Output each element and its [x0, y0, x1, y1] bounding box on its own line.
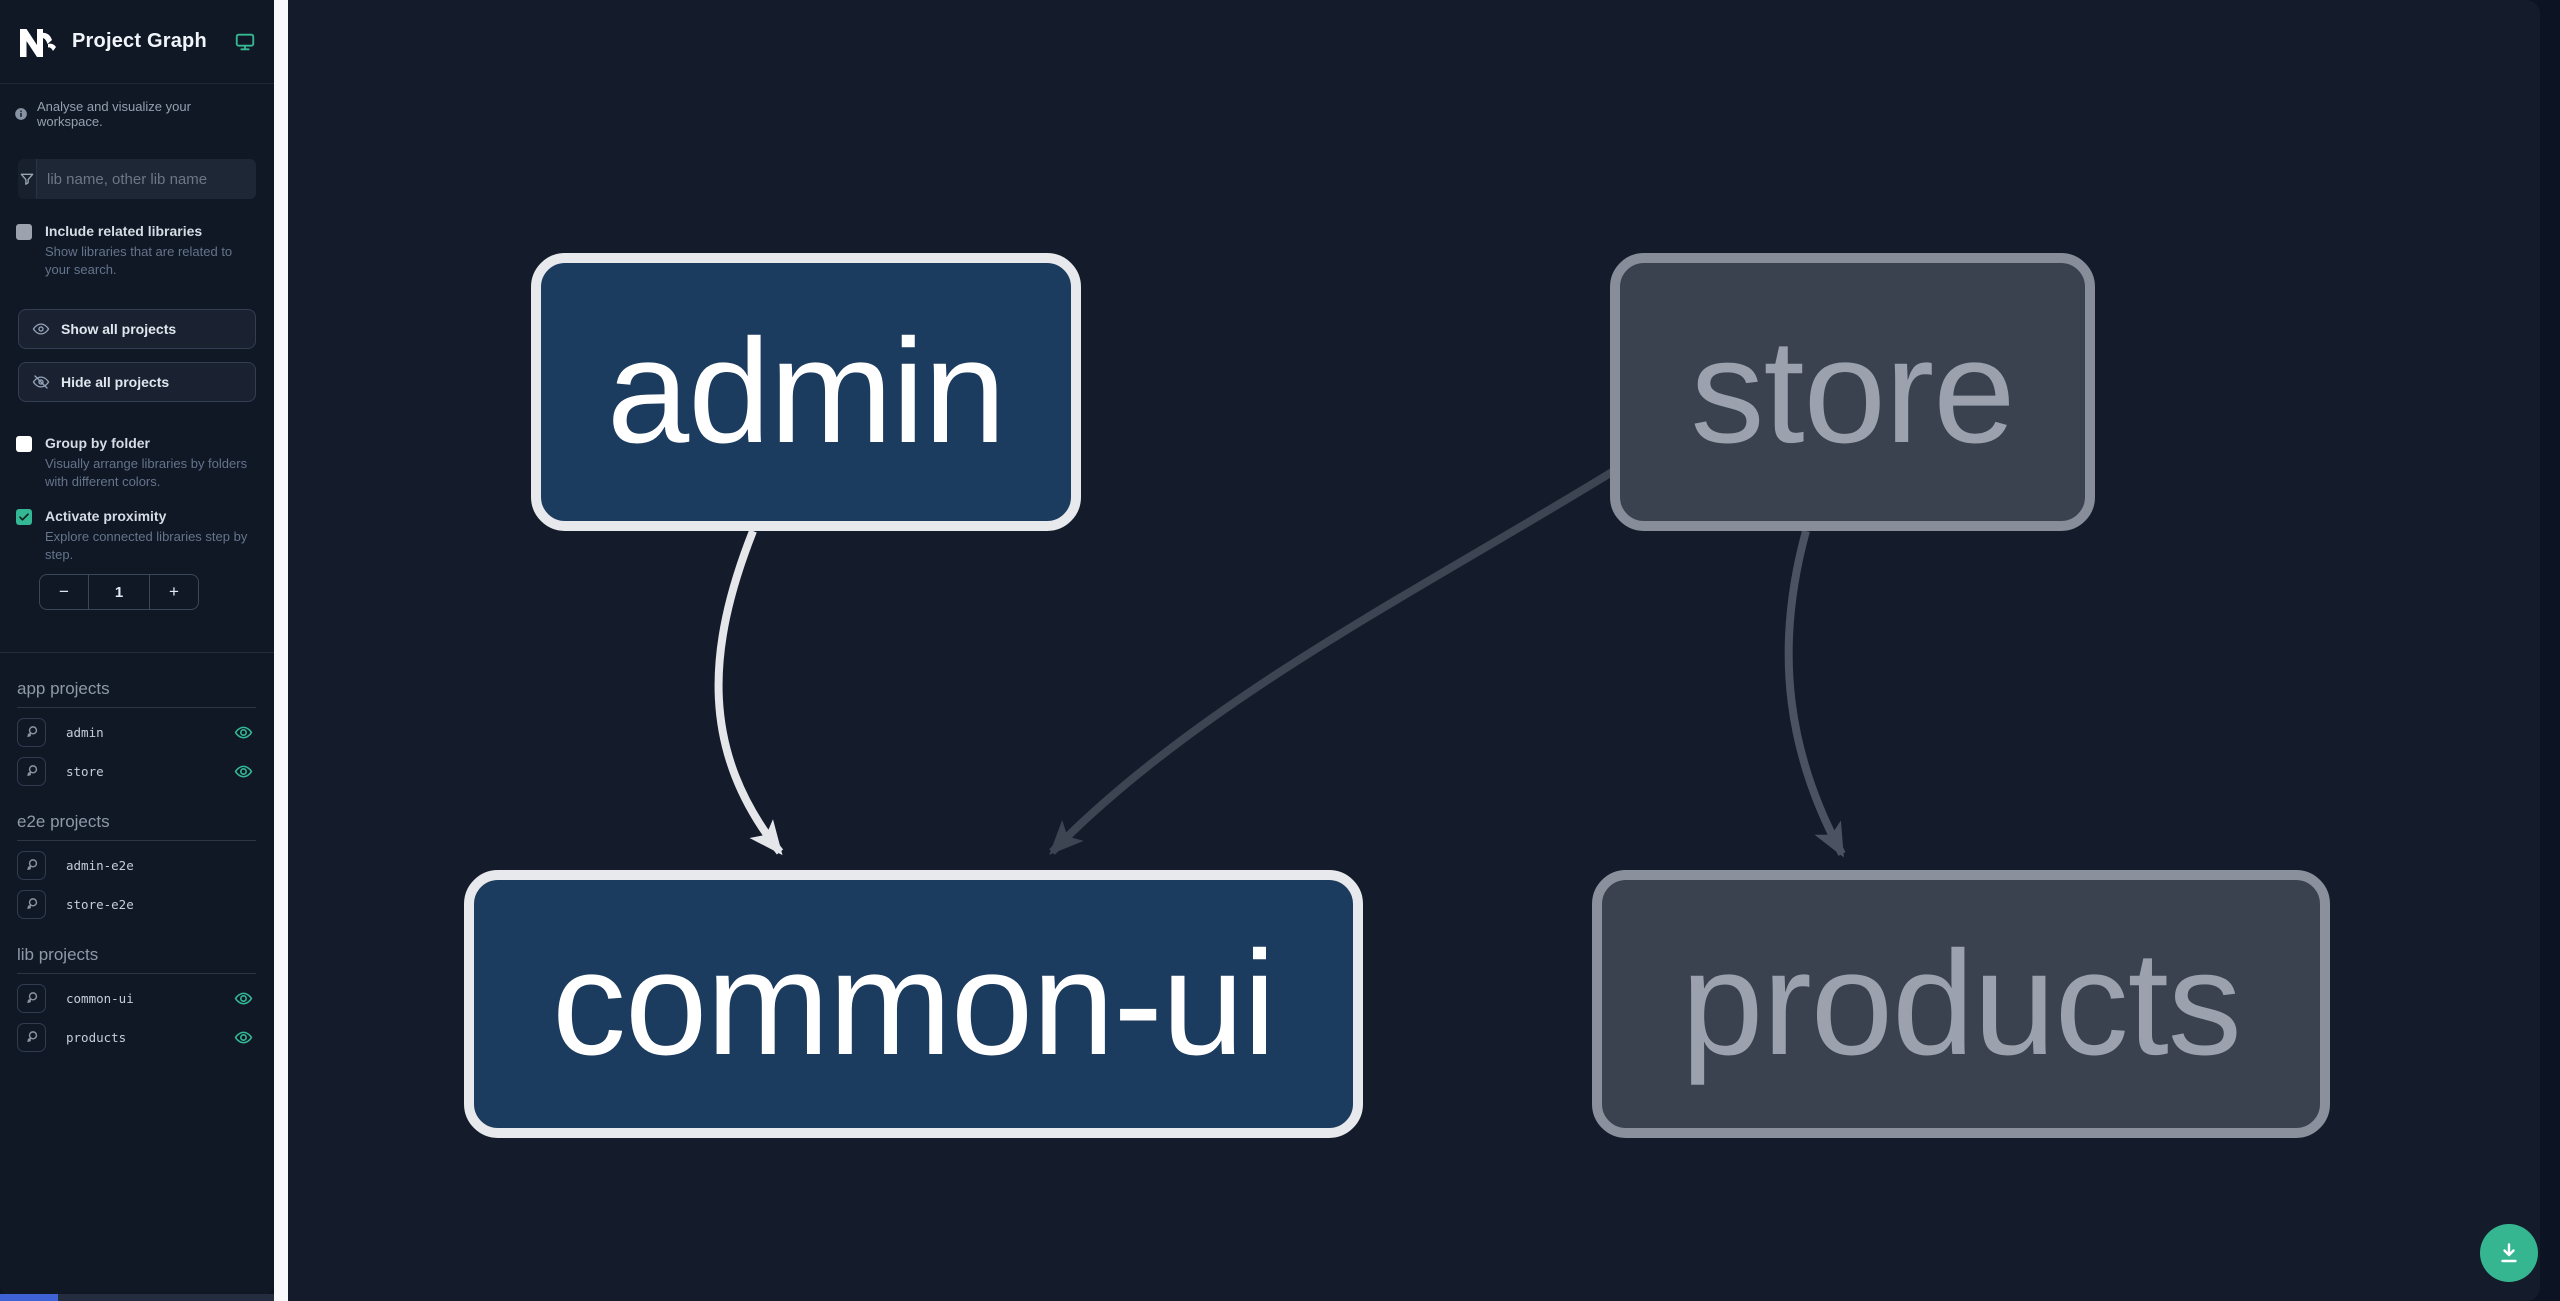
activate-proximity-description: Explore connected libraries step by step…: [45, 529, 248, 562]
focus-project-icon: [26, 859, 37, 871]
decrement-button[interactable]: −: [40, 575, 88, 609]
focus-project-icon: [26, 726, 37, 738]
group-by-folder-checkbox[interactable]: [16, 436, 32, 452]
project-section: lib projects common-ui products: [17, 945, 256, 1052]
focus-project-button[interactable]: [17, 756, 46, 786]
project-row[interactable]: store-e2e: [17, 889, 256, 919]
funnel-icon: [18, 159, 37, 199]
sidebar: Project Graph Analyse and visualize your…: [0, 0, 274, 1294]
project-section: app projects admin store: [17, 679, 256, 786]
project-row[interactable]: products: [17, 1022, 256, 1052]
sidebar-scrollbar-track[interactable]: [0, 1294, 274, 1301]
proximity-depth-stepper: − 1 +: [39, 574, 199, 610]
project-name: admin: [66, 724, 104, 740]
focus-project-icon: [26, 1031, 37, 1043]
focus-project-button[interactable]: [17, 983, 46, 1013]
project-name: common-ui: [66, 990, 134, 1006]
eye-icon[interactable]: [234, 762, 253, 781]
eye-icon[interactable]: [234, 989, 253, 1008]
activate-proximity-label: Activate proximity: [45, 508, 167, 524]
download-icon: [2501, 1243, 2517, 1263]
group-by-folder-description: Visually arrange libraries by folders wi…: [45, 456, 248, 489]
focus-project-button[interactable]: [17, 1022, 46, 1052]
nx-logo: [20, 28, 56, 57]
eye-icon[interactable]: [234, 1028, 253, 1047]
activate-proximity-checkbox[interactable]: [16, 509, 32, 525]
focus-project-icon: [26, 898, 37, 910]
info-icon: [15, 108, 27, 120]
eye-icon[interactable]: [234, 723, 253, 742]
focus-project-icon: [26, 992, 37, 1004]
activate-proximity-row: Activate proximity Explore connected lib…: [16, 508, 256, 564]
graph-node-products[interactable]: products: [1592, 870, 2330, 1138]
eye-icon: [32, 323, 50, 335]
filter-control: [18, 159, 256, 199]
project-name: admin-e2e: [66, 857, 134, 873]
hide-all-label: Hide all projects: [61, 374, 170, 390]
section-heading: e2e projects: [17, 812, 256, 841]
eye-off-icon: [32, 375, 50, 389]
sidebar-scrollbar-thumb[interactable]: [0, 1294, 58, 1301]
project-name: store: [66, 763, 104, 779]
filter-input[interactable]: [37, 159, 256, 199]
graph-node-common-ui[interactable]: common-ui: [464, 870, 1363, 1138]
tagline-text: Analyse and visualize your workspace.: [37, 99, 191, 129]
focus-project-button[interactable]: [17, 717, 46, 747]
project-row[interactable]: common-ui: [17, 983, 256, 1013]
graph-node-admin[interactable]: admin: [531, 253, 1081, 531]
project-name: products: [66, 1029, 127, 1045]
focus-project-button[interactable]: [17, 850, 46, 880]
graph-node-store[interactable]: store: [1610, 253, 2095, 531]
show-all-projects-button[interactable]: Show all projects: [18, 309, 256, 349]
project-name: store-e2e: [66, 896, 134, 912]
increment-button[interactable]: +: [150, 575, 198, 609]
include-related-row: Include related libraries Show libraries…: [16, 223, 256, 279]
project-row[interactable]: admin-e2e: [17, 850, 256, 880]
proximity-depth-value: 1: [88, 575, 150, 609]
project-row[interactable]: store: [17, 756, 256, 786]
monitor-icon[interactable]: [234, 31, 256, 53]
show-all-label: Show all projects: [61, 321, 177, 337]
project-section: e2e projects admin-e2e store-e2e: [17, 812, 256, 919]
section-heading: app projects: [17, 679, 256, 708]
sidebar-header: Project Graph: [0, 0, 274, 84]
sidebar-divider: [0, 652, 274, 653]
page-title: Project Graph: [72, 30, 207, 52]
check-icon: [19, 513, 29, 521]
panel-divider: [274, 0, 288, 1301]
project-row[interactable]: admin: [17, 717, 256, 747]
focus-project-button[interactable]: [17, 889, 46, 919]
tagline: Analyse and visualize your workspace.: [14, 99, 256, 129]
focus-project-icon: [26, 765, 37, 777]
include-related-label: Include related libraries: [45, 223, 203, 239]
group-by-folder-row: Group by folder Visually arrange librari…: [16, 435, 256, 491]
include-related-checkbox[interactable]: [16, 224, 32, 240]
hide-all-projects-button[interactable]: Hide all projects: [18, 362, 256, 402]
section-heading: lib projects: [17, 945, 256, 974]
download-image-button[interactable]: [2480, 1224, 2538, 1282]
group-by-folder-label: Group by folder: [45, 435, 150, 451]
include-related-description: Show libraries that are related to your …: [45, 244, 233, 277]
